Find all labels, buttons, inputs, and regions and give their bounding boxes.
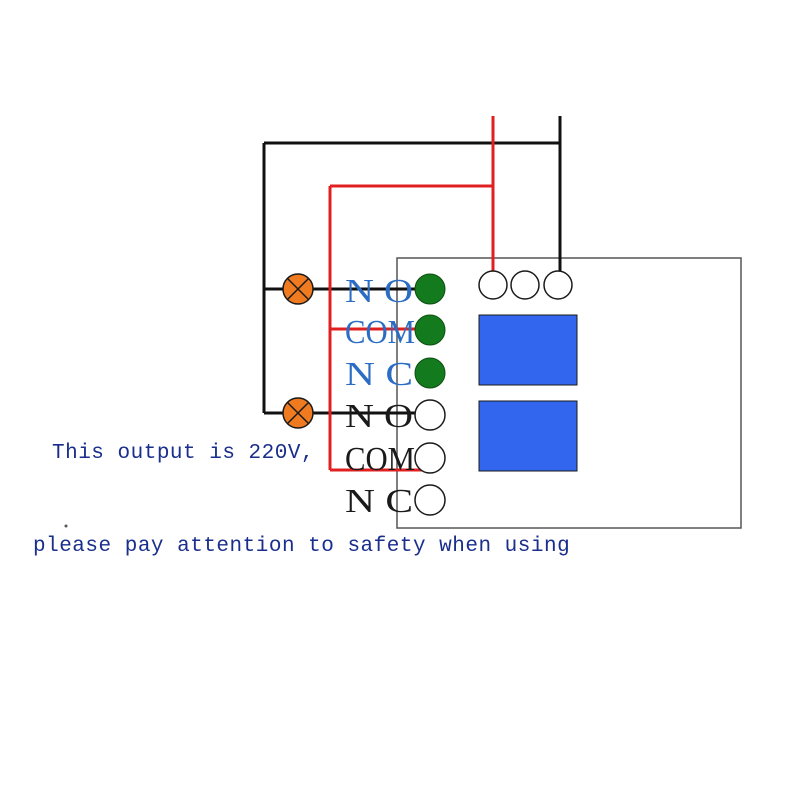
relay2-label-com: COM <box>345 441 415 478</box>
relay1-terminal-nc <box>414 357 446 389</box>
relay1-label-no: N O <box>345 273 413 310</box>
relay2-terminal-com <box>414 442 446 474</box>
relay-board <box>396 257 742 529</box>
warning-note-line2: please pay attention to safety when usin… <box>33 535 571 558</box>
relay1-terminal-com <box>414 314 446 346</box>
relay2-label-nc: N C <box>345 483 413 520</box>
relay2-label-no: N O <box>345 398 413 435</box>
live-wire <box>328 116 495 472</box>
relay1-terminal-no <box>414 273 446 305</box>
lamp-icon <box>282 397 314 429</box>
relay2-terminal-no <box>414 399 446 431</box>
input-terminal-3 <box>543 270 573 300</box>
relay2-terminal-nc <box>414 484 446 516</box>
lamp-icon <box>282 273 314 305</box>
input-terminal-2 <box>510 270 540 300</box>
warning-note-line1: This output is 220V, <box>52 442 315 465</box>
relay-coil-1 <box>478 314 578 386</box>
neutral-wire <box>262 116 562 415</box>
relay1-label-com: COM <box>345 314 415 351</box>
input-terminal-1 <box>478 270 508 300</box>
relay-coil-2 <box>478 400 578 472</box>
stray-dot <box>64 524 68 528</box>
relay1-label-nc: N C <box>345 356 413 393</box>
